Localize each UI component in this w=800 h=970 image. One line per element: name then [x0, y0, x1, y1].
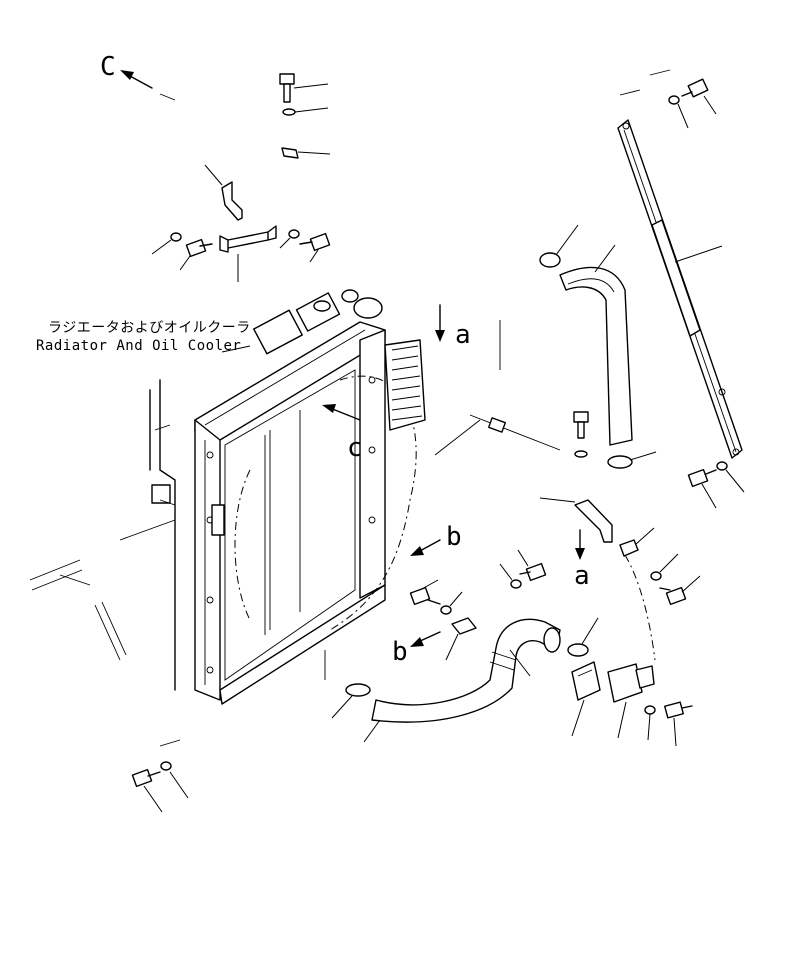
view-ref-b-lower: b: [392, 631, 441, 667]
view-letter-a-bottom: a: [574, 561, 590, 591]
stay-rod-left: [151, 225, 331, 282]
caption-japanese: ラジエータおよびオイルクーラ: [48, 320, 251, 336]
lower-hose: [331, 617, 599, 743]
view-ref-a-bottom: a: [574, 529, 590, 591]
bolt-pair-lower: [409, 579, 463, 615]
long-stay: [617, 69, 745, 509]
caption-english: Radiator And Oil Cooler: [36, 338, 241, 354]
view-letter-c-top: C: [100, 52, 116, 82]
upper-hose: [539, 224, 657, 469]
view-letter-a-top: a: [455, 320, 471, 350]
top-bolt-stack: [279, 73, 331, 159]
upper-bracket: [204, 164, 243, 221]
view-ref-c-top: C: [100, 52, 176, 101]
view-ref-a-top: a: [435, 304, 471, 350]
bolt-pair-bottom-left: [131, 739, 189, 813]
view-letter-b-upper: b: [446, 522, 462, 552]
drain-valve-assembly: [571, 661, 693, 747]
bolt-pair-right: [650, 553, 701, 606]
bolt-pair-middle: [499, 549, 547, 589]
view-ref-c-body: c: [322, 404, 363, 463]
view-letter-b-lower: b: [392, 637, 408, 667]
caption-leader: [221, 345, 251, 353]
view-ref-b-upper: b: [410, 522, 462, 556]
middle-bracket: [539, 497, 656, 661]
radiator-assembly: [29, 289, 561, 705]
